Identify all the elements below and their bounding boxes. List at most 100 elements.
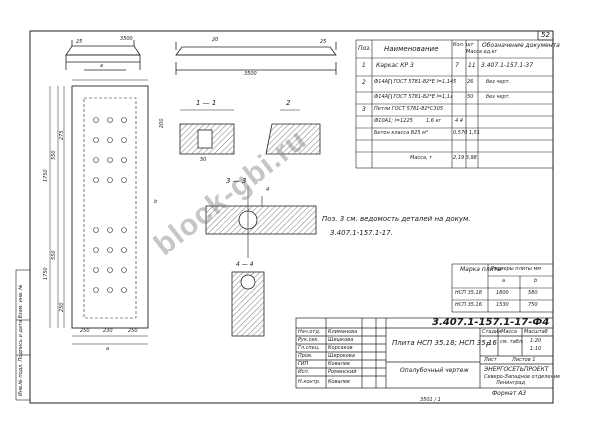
spec-header-designation: Обозначение документа [482, 42, 560, 49]
role-1: Нач.отд. [298, 329, 321, 335]
section-2-2 [265, 109, 321, 155]
spec-row-2-mass: 26 [467, 79, 474, 85]
dim-250-bottom-b: 250 [128, 328, 138, 334]
slab-plan [49, 79, 149, 345]
spec-table-grid [355, 39, 554, 169]
dim-550-b: 550 [51, 250, 57, 260]
role-2: Рук.сек. [298, 337, 320, 343]
scale-1: 1:20 [530, 338, 542, 344]
spec-row-5-name: Ф10А1; l=1225 [374, 118, 413, 124]
role-5: ГИП [298, 361, 309, 367]
sheet-label: Лист [484, 357, 497, 363]
spec-row-5-qty: 4 4 [455, 118, 463, 124]
spec-row-6-values: 0,570 1,51 [453, 130, 481, 136]
name-1: Климанова [328, 329, 358, 335]
bottom-code: 3501 / 1 [420, 397, 441, 403]
marks-header-b: b [534, 278, 538, 284]
mass-header: Масса [501, 329, 517, 335]
format-label: Формат А3 [492, 390, 527, 397]
dim-a-top: a [100, 63, 104, 69]
dim-50: 50 [200, 157, 207, 163]
marks-table-grid [451, 263, 554, 313]
dim-275: 275 [59, 130, 65, 140]
marks-row-1-mark: НСП 35.18 [455, 290, 482, 296]
spec-row-2-pos: 2 [362, 79, 366, 86]
side-stamp-text: Инв.№ подл. Подпись и дата Взам. инв. № [18, 284, 24, 396]
dim-550: 550 [51, 150, 57, 160]
title-block-grid [295, 317, 554, 389]
stage-header: Стадия [482, 329, 502, 335]
org-name: ЭНЕРГОСЕТЬПРОЕКТ [484, 366, 549, 373]
dim-3500: 3500 [244, 71, 257, 77]
role-3: Гл.спец. [298, 345, 320, 351]
sheets-label: Листов 1 [512, 357, 536, 363]
spec-header-mass: Масса ед.кг [466, 49, 498, 55]
item-name: Плита НСП 35.18; НСП 35.16 [392, 339, 497, 347]
label-4: 4 [266, 187, 270, 193]
marks-header-a: a [502, 278, 506, 284]
spec-row-5-mass: 1,6 кг [426, 118, 442, 124]
note-line-2: 3.407.1-157.1-17. [330, 229, 393, 237]
spec-row-4-pos: 3 [362, 106, 366, 113]
marks-header-mark: Марка плиты [460, 266, 502, 273]
drawing-code: 3.407.1-157.1-17-Ф4 [432, 317, 550, 328]
marks-row-1-b: 580 [528, 290, 538, 296]
spec-header-name: Наименование [384, 45, 439, 53]
dim-20: 20 [212, 37, 219, 43]
spec-row-4-name: Петли ГОСТ 5781-82*С305 [374, 106, 444, 112]
spec-row-3-name: Ф14А∏ ГОСТ 5781-82*Е l=1,1з [374, 94, 453, 100]
dim-a-bottom: a [106, 346, 110, 352]
name-8: Ковалев [328, 379, 350, 385]
section-label-2-2: 2 [286, 99, 291, 107]
spec-header-pos: Поз. [358, 45, 372, 52]
dim-25-a: 25 [76, 39, 83, 45]
spec-row-7-values: 2,19 3,98 [453, 155, 477, 161]
role-6: Исп. [298, 369, 310, 375]
name-4: Широкова [328, 353, 355, 359]
section-3-3 [205, 186, 317, 258]
role-4: Пров. [298, 353, 313, 359]
dim-b-side: b [154, 199, 158, 205]
org-division: Северо-Западное отделение [484, 374, 561, 380]
dim-1750: 1750 [43, 169, 49, 182]
spec-row-2-name: Ф14А∏ ГОСТ 5781-82*Е l=1,145 [374, 79, 457, 85]
section-label-1-1: 1 — 1 [196, 99, 217, 107]
name-5: Ковалев [328, 361, 350, 367]
sheet-number: 52 [541, 31, 550, 39]
dim-250-bottom-a: 250 [80, 328, 90, 334]
scale-header: Масштаб [524, 329, 548, 335]
marks-row-2-b: 750 [528, 302, 538, 308]
spec-row-3-mass: 50 [467, 94, 474, 100]
dim-230: 230 [103, 328, 113, 334]
marks-row-2-a: 1530 [496, 302, 509, 308]
marks-row-1-a: 1800 [496, 290, 509, 296]
name-2: Шишкова [328, 337, 354, 343]
spec-row-6-name: Бетон класса B25 м³ [374, 130, 428, 136]
spec-header-qty: Кол. шт [453, 42, 474, 48]
section-label-3-3: 3 — 3 [226, 177, 247, 185]
section-4-4 [231, 271, 265, 337]
top-view-elevation [175, 42, 337, 75]
dim-1750-b: 1750 [43, 267, 49, 280]
spec-row-1-pos: 1 [362, 62, 366, 69]
slab-rebar-markers [93, 117, 127, 293]
scale-2: 1:10 [530, 346, 542, 352]
org-city: Ленинград [496, 380, 525, 386]
role-8: Н.контр. [298, 379, 321, 385]
spec-row-2-designation: без черт. [486, 79, 511, 85]
spec-row-1-designation: 3.407.1-157.1-37 [481, 62, 534, 69]
top-view-slab [65, 40, 141, 71]
spec-row-1-name: Каркас КР 3 [376, 62, 414, 69]
dim-25-b: 25 [320, 39, 327, 45]
dim-3500-top: 3500 [120, 36, 133, 42]
marks-row-2-mark: НСП 35.16 [455, 302, 482, 308]
spec-row-7-name: Масса, т [410, 155, 433, 161]
dim-250: 250 [59, 302, 65, 312]
stage-value: Р [486, 341, 491, 349]
drawing-type: Опалубочный чертеж [400, 367, 469, 374]
marks-header-sizes: Размеры плиты мм [491, 266, 542, 272]
side-stamp [15, 269, 31, 401]
mass-value: см. табл. [500, 339, 524, 345]
spec-row-1-mass: 11 [468, 62, 476, 69]
